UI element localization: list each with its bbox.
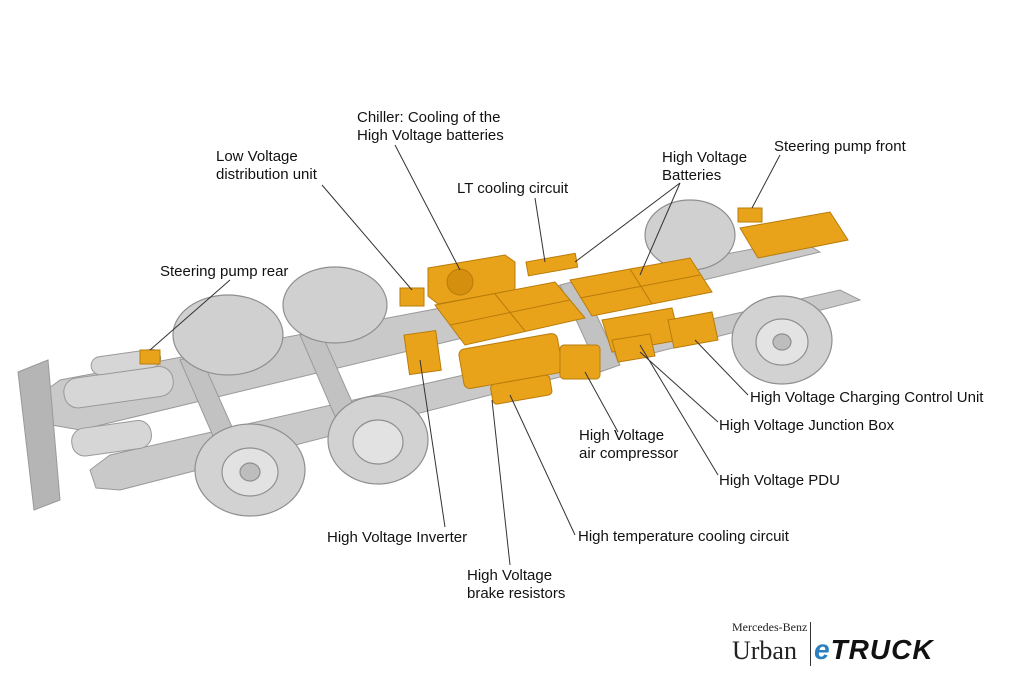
steering-pump-rear bbox=[139, 349, 161, 365]
label-ht-cooling-line1: High temperature cooling circuit bbox=[578, 528, 789, 545]
wheel-front-right bbox=[731, 295, 833, 385]
leader-lines bbox=[149, 144, 781, 566]
label-ht-cooling: High temperature cooling circuit bbox=[578, 528, 789, 546]
label-hv-brake-line1: High Voltage bbox=[467, 567, 553, 584]
label-hv-brake: High Voltage brake resistors bbox=[467, 567, 565, 603]
brake-resistors bbox=[458, 333, 563, 405]
label-hv-junction: High Voltage Junction Box bbox=[719, 417, 894, 435]
label-hv-brake-line2: brake resistors bbox=[467, 585, 566, 602]
label-chiller-line2: High Voltage batteries bbox=[357, 127, 504, 144]
label-hv-pdu-line1: High Voltage PDU bbox=[719, 472, 840, 489]
brand-e: e bbox=[814, 634, 831, 665]
label-hv-air-compressor: High Voltage air compressor bbox=[579, 427, 678, 463]
label-hv-inverter-line1: High Voltage Inverter bbox=[327, 529, 468, 546]
label-hv-junction-line1: High Voltage Junction Box bbox=[719, 417, 895, 434]
label-hv-pdu: High Voltage PDU bbox=[719, 472, 840, 490]
label-steering-front: Steering pump front bbox=[774, 138, 906, 156]
low-voltage-box bbox=[399, 287, 425, 307]
label-steering-front-line1: Steering pump front bbox=[774, 138, 906, 155]
label-steering-rear: Steering pump rear bbox=[160, 263, 288, 281]
brand-product: Urban bbox=[732, 636, 797, 665]
brand-separator bbox=[810, 622, 811, 666]
brand-maker: Mercedes-Benz bbox=[732, 620, 808, 634]
battery-pack-rear bbox=[434, 281, 586, 346]
label-hv-air-compressor-line2: air compressor bbox=[579, 445, 679, 462]
label-hv-charging-line1: High Voltage Charging Control Unit bbox=[750, 389, 984, 406]
brand-etruck: eTRUCK bbox=[814, 634, 934, 666]
label-chiller-line1: Chiller: Cooling of the bbox=[357, 109, 501, 126]
air-compressor bbox=[559, 344, 601, 380]
chiller-unit bbox=[427, 254, 516, 305]
label-hv-batteries-line2: Batteries bbox=[662, 167, 722, 184]
label-lt-cooling: LT cooling circuit bbox=[457, 180, 568, 198]
label-low-voltage-line1: Low Voltage bbox=[216, 148, 298, 165]
wheels bbox=[172, 199, 833, 517]
wheel-rear-left-2 bbox=[282, 266, 388, 344]
inverter-unit bbox=[403, 329, 442, 376]
junction-box bbox=[611, 333, 656, 363]
label-hv-batteries: High Voltage Batteries bbox=[662, 149, 747, 185]
label-low-voltage: Low Voltage distribution unit bbox=[216, 148, 317, 184]
label-hv-inverter: High Voltage Inverter bbox=[327, 529, 467, 547]
lt-cooling-unit bbox=[525, 252, 579, 277]
label-chiller: Chiller: Cooling of the High Voltage bat… bbox=[357, 109, 504, 145]
hv-components bbox=[139, 207, 849, 405]
battery-box-front bbox=[739, 211, 849, 259]
label-hv-charging: High Voltage Charging Control Unit bbox=[750, 389, 983, 407]
charging-control-unit bbox=[667, 311, 719, 349]
battery-pack-front bbox=[569, 257, 713, 317]
wheel-rear-right-1 bbox=[194, 423, 306, 517]
label-steering-rear-line1: Steering pump rear bbox=[160, 263, 289, 280]
wheel-rear-right-2 bbox=[327, 395, 429, 485]
wheel-rear-left-1 bbox=[172, 294, 284, 376]
label-lt-cooling-line1: LT cooling circuit bbox=[457, 180, 569, 197]
brand-logo: Mercedes-Benz Urban eTRUCK bbox=[732, 620, 1012, 670]
brand-truck: TRUCK bbox=[830, 634, 934, 665]
steering-pump-front bbox=[737, 207, 763, 223]
label-hv-air-compressor-line1: High Voltage bbox=[579, 427, 665, 444]
label-low-voltage-line2: distribution unit bbox=[216, 166, 317, 183]
air-tanks bbox=[63, 348, 174, 457]
label-hv-batteries-line1: High Voltage bbox=[662, 149, 748, 166]
